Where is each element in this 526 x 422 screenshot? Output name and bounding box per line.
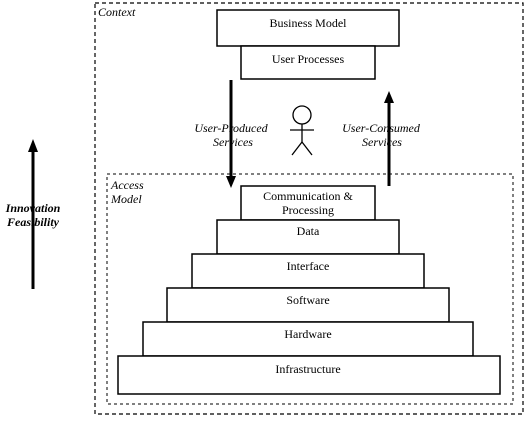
interface-label: Interface — [287, 259, 330, 273]
context-label: Context — [98, 5, 136, 19]
access-model-label-line1: Access — [110, 178, 144, 192]
infrastructure-box — [117, 355, 501, 395]
user-processes-label: User Processes — [272, 52, 345, 66]
communication-processing-label-line2: Processing — [282, 203, 334, 217]
person-icon — [290, 105, 314, 156]
hardware-label: Hardware — [284, 327, 331, 341]
user-consumed-arrow-head — [384, 91, 394, 103]
communication-processing-label-line1: Communication & — [263, 189, 353, 203]
innovation-label-line1: Innovation — [5, 201, 61, 215]
user-consumed-label-line2: Services — [362, 135, 402, 149]
data-label: Data — [297, 224, 320, 238]
user-produced-arrow-head — [226, 176, 236, 188]
access-model-label-line2: Model — [110, 192, 142, 206]
data-box — [216, 219, 400, 255]
innovation-arrow-head — [28, 139, 38, 152]
infrastructure-label: Infrastructure — [275, 362, 340, 376]
user-produced-label-line1: User-Produced — [194, 121, 268, 135]
user-produced-label-line2: Services — [213, 135, 253, 149]
software-box — [166, 287, 450, 323]
context-frame — [94, 2, 524, 415]
user-processes-box — [240, 45, 376, 80]
user-consumed-label-line1: User-Consumed — [342, 121, 421, 135]
innovation-label-line2: Feasibility — [6, 215, 60, 229]
software-label: Software — [286, 293, 329, 307]
communication-processing-box — [240, 185, 376, 221]
interface-box — [191, 253, 425, 289]
business-model-label: Business Model — [269, 16, 347, 30]
